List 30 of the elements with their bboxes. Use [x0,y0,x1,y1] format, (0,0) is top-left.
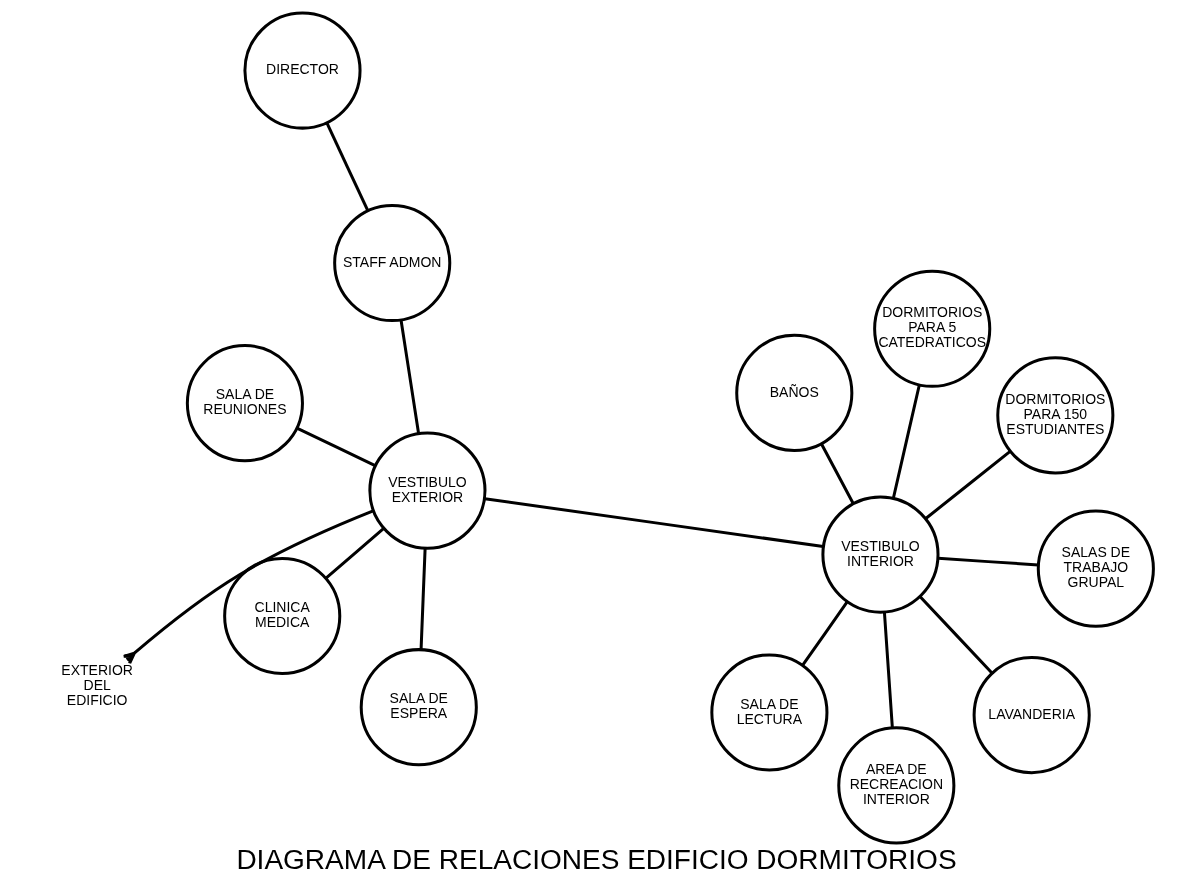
connector [800,600,848,666]
node-circle: AREA DE RECREACION INTERIOR [836,725,955,844]
node-circle: STAFF ADMON [332,203,451,322]
connector [484,496,823,548]
node-text: EXTERIOR DEL EDIFICIO [60,661,133,708]
node-circle: SALA DE ESPERA [359,647,478,766]
node-circle: CLINICA MEDICA [222,556,341,675]
node-circle: DIRECTOR [242,11,362,130]
connector [882,611,894,728]
connector [819,442,854,504]
node-circle: LAVANDERIA [972,655,1091,774]
connector [891,384,921,499]
node-circle: SALA DE REUNIONES [185,343,304,462]
connector [295,426,376,467]
diagram-title: DIAGRAMA DE RELACIONES EDIFICIO DORMITORIOS [235,843,957,875]
node-circle: BAÑOS [734,333,853,452]
node-circle: DORMITORIOS PARA 150 ESTUDIANTES [995,355,1114,474]
connector [937,556,1038,566]
node-circle: DORMITORIOS PARA 5 CATEDRATICOS [872,269,991,388]
connector [924,449,1011,520]
connector [324,526,384,579]
connector [419,547,427,650]
node-circle: VESTIBULO INTERIOR [820,495,939,614]
connector [918,595,993,674]
connector [121,508,374,665]
node-circle: SALAS DE TRABAJO GRUPAL [1036,509,1155,628]
node-circle: SALA DE LECTURA [709,652,828,771]
connector [325,121,369,211]
node-circle: VESTIBULO EXTERIOR [367,431,486,550]
connector [399,319,420,434]
